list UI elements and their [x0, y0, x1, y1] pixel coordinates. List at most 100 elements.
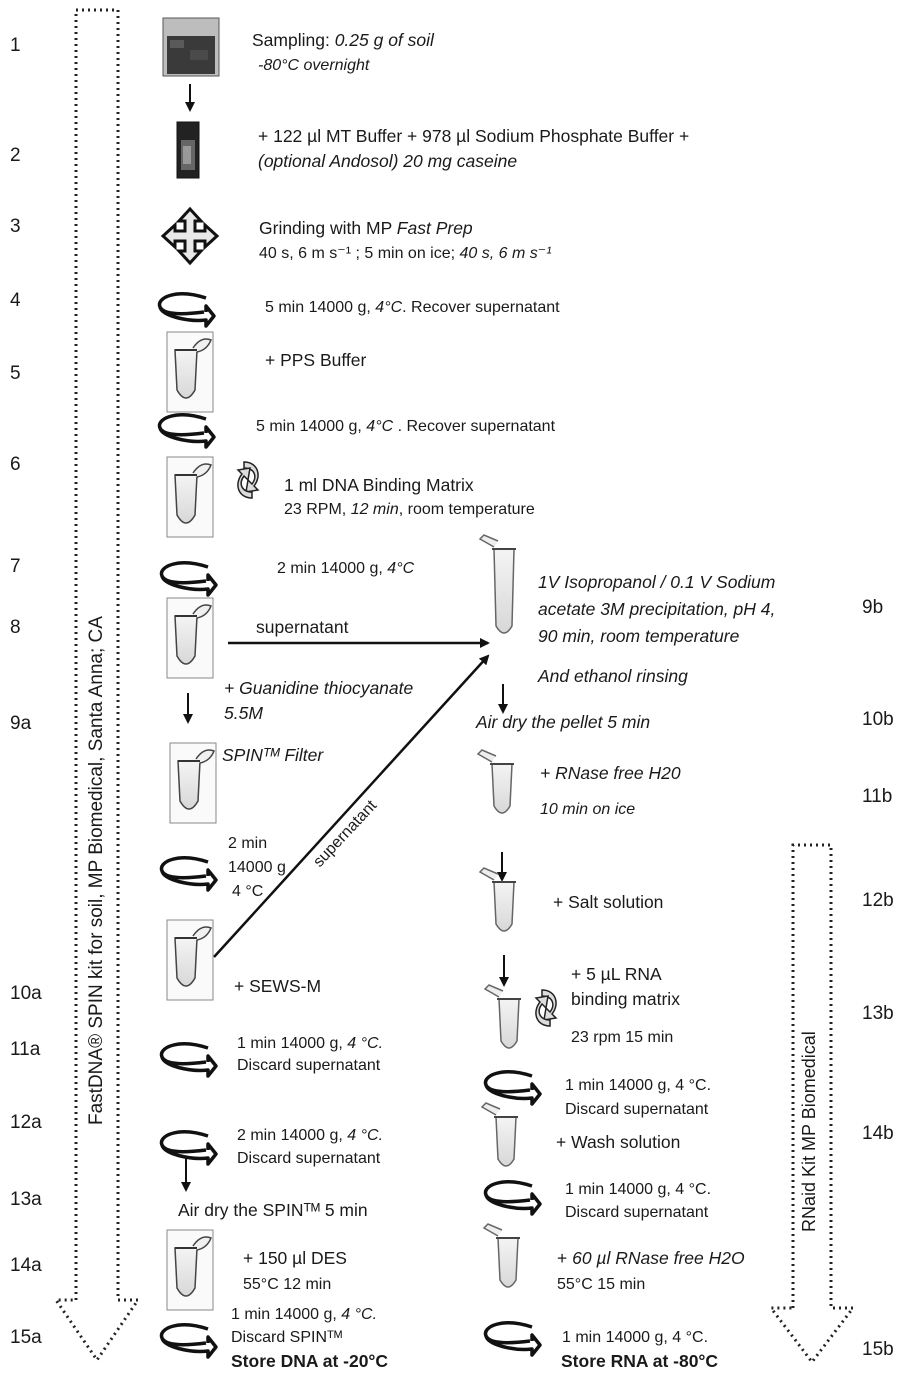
rna-tube-icon — [482, 1223, 520, 1288]
step9b-line1: 1V Isopropanol / 0.1 V Sodium — [538, 572, 776, 592]
tube-icon — [166, 919, 214, 1001]
step-number: 14b — [862, 1123, 894, 1144]
step-number: 9b — [862, 597, 884, 618]
step13b-line2: binding matrix — [571, 989, 680, 1009]
rna-tube-icon — [480, 1102, 518, 1167]
step9a-line1: + Guanidine thiocyanate — [224, 678, 414, 698]
c2-line3: 4 °C — [232, 883, 264, 900]
right-kit-arrow — [767, 843, 857, 1365]
step-number: 12a — [10, 1112, 42, 1133]
step6-line1: 1 ml DNA Binding Matrix — [284, 475, 474, 495]
step12b-text: + Salt solution — [553, 892, 664, 912]
tube-icon — [166, 597, 214, 679]
centrifuge-icon — [483, 1070, 542, 1106]
step14c-line1: 1 min 14000 g, 4 °C. — [565, 1181, 712, 1198]
centrifuge-icon — [159, 1042, 218, 1078]
step5b-text: 5 min 14000 g, 4°C . Recover supernatant — [256, 418, 556, 435]
step11a-line2: Discard supernatant — [237, 1057, 381, 1074]
step-number: 4 — [10, 290, 21, 311]
rna-tube-icon — [476, 749, 514, 814]
step2-line2: (optional Andosol) 20 mg caseine — [258, 151, 518, 171]
step11a-line1: 1 min 14000 g, 4 °C. — [237, 1035, 384, 1052]
centrifuge-icon — [157, 292, 216, 328]
step11b-line1: + RNase free H20 — [540, 763, 681, 783]
tube-icon — [166, 331, 214, 413]
step-number: 10a — [10, 983, 42, 1004]
step5-text: + PPS Buffer — [265, 350, 367, 370]
supernatant-diagonal-arrow — [213, 654, 490, 958]
rna-tube-icon — [478, 867, 516, 932]
step-number: 11b — [862, 786, 893, 807]
step9b-line3: 90 min, room temperature — [538, 626, 740, 646]
centrifuge-icon — [157, 413, 216, 449]
step8-supernatant: supernatant — [256, 617, 349, 637]
step-number: 9a — [10, 713, 32, 734]
step-number: 1 — [10, 35, 21, 56]
left-kit-arrow — [53, 8, 141, 1363]
step-number: 7 — [10, 556, 21, 577]
step-number: 12b — [862, 890, 894, 911]
step-number: 6 — [10, 454, 21, 475]
centrifuge-icon — [159, 856, 218, 892]
step13a-text: Air dry the SPINᵀᴹ 5 min — [178, 1200, 368, 1220]
flow-arrows — [181, 84, 509, 1192]
centrifuge-icon — [159, 1130, 218, 1166]
step10a-text: + SEWS-M — [234, 976, 322, 996]
step12a-line2: Discard supernatant — [237, 1150, 381, 1167]
fastprep-icon — [160, 206, 220, 266]
rotation-icon — [534, 989, 558, 1027]
step13b-line1: + 5 µL RNA — [571, 964, 662, 984]
step15b-line1: 1 min 14000 g, 4 °C. — [562, 1329, 709, 1346]
step15pre-line1: + 60 µl RNase free H2O — [557, 1248, 745, 1268]
step1-text: Sampling: 0.25 g of soil — [252, 30, 434, 50]
step15a-store: Store DNA at -20°C — [231, 1351, 389, 1371]
step3-line1: Grinding with MP Fast Prep — [259, 218, 473, 238]
centrifuge-icon — [159, 1323, 218, 1359]
step14a-line1: + 150 µl DES — [243, 1248, 347, 1268]
step-number: 3 — [10, 216, 21, 237]
centrifuge-icon — [483, 1321, 542, 1357]
step14b-text: + Wash solution — [556, 1132, 681, 1152]
buffer-tube-icon — [176, 121, 200, 179]
centrifuge-icon — [159, 561, 218, 597]
step9b-line2: acetate 3M precipitation, pH 4, — [538, 599, 776, 619]
step3-line2: 40 s, 6 m s⁻¹ ; 5 min on ice; 40 s, 6 m … — [259, 245, 552, 262]
kit-label-dna: FastDNA® SPIN kit for soil, MP Biomedica… — [86, 616, 107, 1125]
step9b-line4: And ethanol rinsing — [538, 666, 688, 686]
step-number: 14a — [10, 1255, 42, 1276]
step13b-line3: 23 rpm 15 min — [571, 1029, 674, 1046]
soil-bag-icon — [162, 17, 220, 77]
tube-icon — [166, 1229, 214, 1311]
rna-tube-icon — [478, 534, 516, 634]
step2-line1: + 122 µl MT Buffer + 978 µl Sodium Phosp… — [258, 126, 690, 146]
spin-filter-label: SPINᵀᴹ Filter — [222, 745, 324, 765]
c2-line1: 2 min — [228, 835, 268, 852]
step12a-line1: 2 min 14000 g, 4 °C. — [237, 1127, 384, 1144]
step-number: 13b — [862, 1003, 894, 1024]
step7-text: 2 min 14000 g, 4°C — [277, 560, 415, 577]
rotation-icon — [236, 461, 260, 499]
step-number: 15b — [862, 1339, 894, 1360]
step-number: 2 — [10, 145, 21, 166]
tube-icon — [166, 456, 214, 538]
step15a-line1: 1 min 14000 g, 4 °C. — [231, 1306, 378, 1323]
step10b-text: Air dry the pellet 5 min — [476, 712, 651, 732]
step-number: 8 — [10, 617, 21, 638]
step11b-line2: 10 min on ice — [540, 801, 636, 818]
step15a-line2: Discard SPINᵀᴹ — [231, 1329, 343, 1346]
centrifuge-icon — [483, 1180, 542, 1216]
step1-temp: -80°C overnight — [258, 57, 370, 74]
step-number: 15a — [10, 1327, 42, 1348]
step9a-line2: 5.5M — [224, 703, 263, 723]
c2-line2: 14000 g — [228, 859, 286, 876]
step15pre-line2: 55°C 15 min — [557, 1276, 646, 1293]
step-number: 13a — [10, 1189, 42, 1210]
tube-icon — [169, 742, 217, 824]
rna-tube-icon — [483, 984, 521, 1049]
kit-label-rna: RNaid Kit MP Biomedical — [799, 1031, 819, 1232]
step13c-line2: Discard supernatant — [565, 1101, 709, 1118]
step15b-store: Store RNA at -80°C — [561, 1351, 719, 1371]
step14a-line2: 55°C 12 min — [243, 1276, 332, 1293]
step13c-line1: 1 min 14000 g, 4 °C. — [565, 1077, 712, 1094]
